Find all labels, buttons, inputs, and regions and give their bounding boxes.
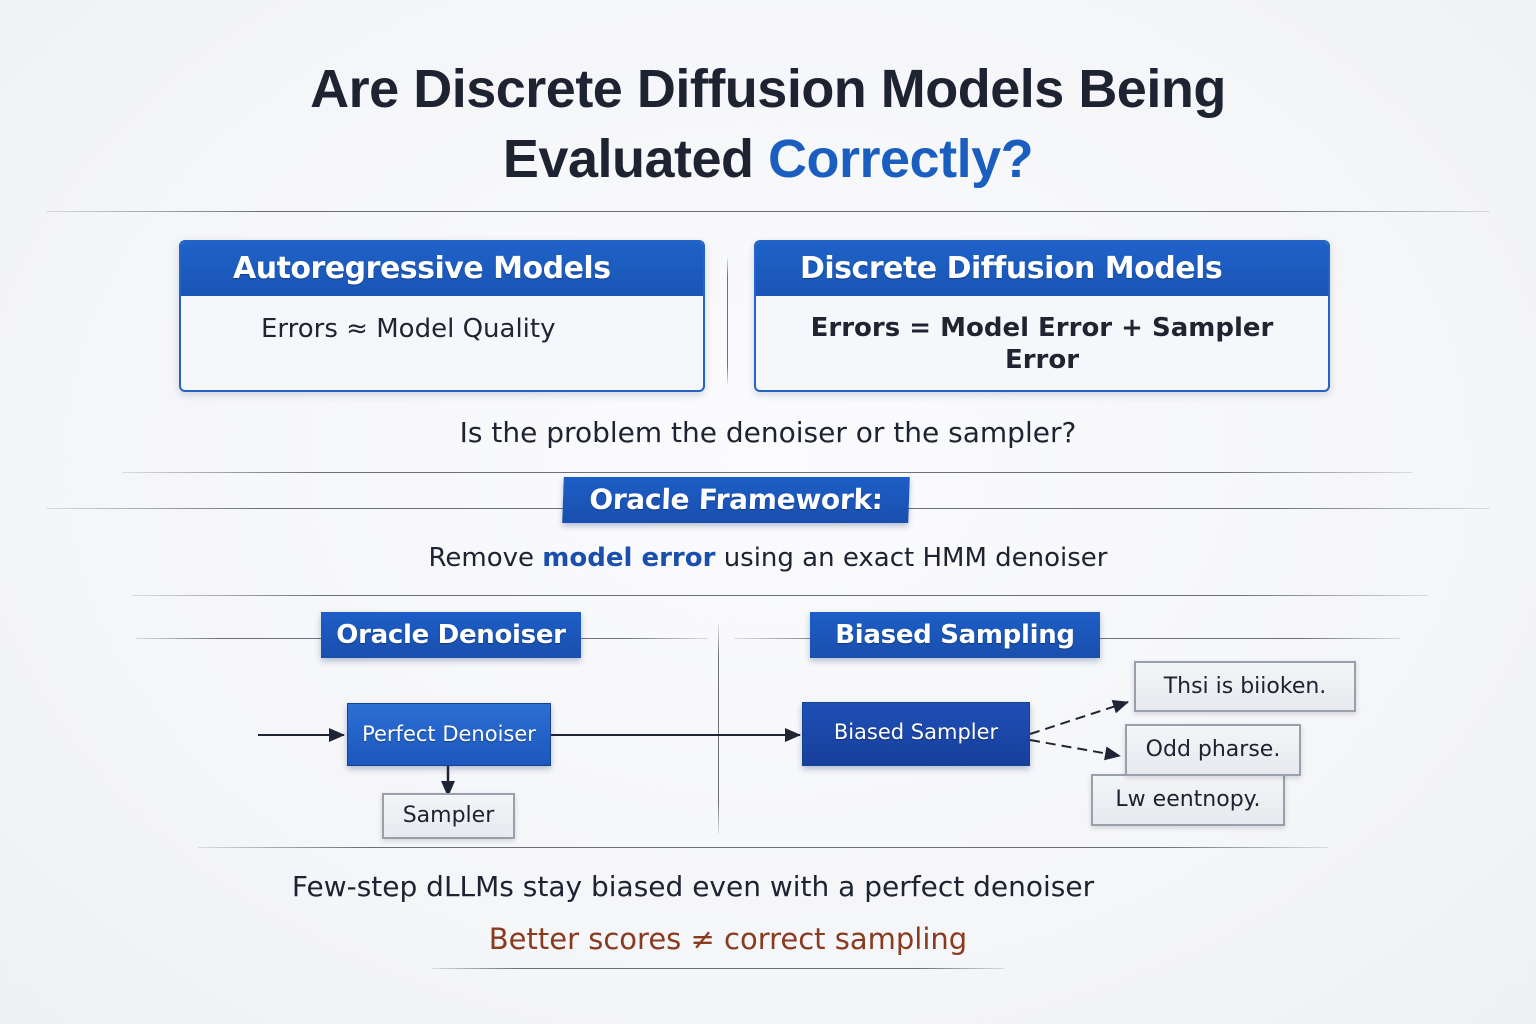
cards-divider [727, 258, 728, 384]
title-line-1: Are Discrete Diffusion Models Being [310, 59, 1226, 119]
diffusion-card-header: Discrete Diffusion Models [756, 242, 1328, 296]
framework-desc-suffix: using an exact HMM denoiser [723, 543, 1108, 573]
output-sample-2: Odd pharse. [1125, 724, 1301, 776]
question-divider [122, 472, 1412, 473]
conclusion-underline [432, 968, 1004, 969]
diffusion-equation-line-2: Error [1004, 345, 1080, 375]
framework-description: Remove model error using an exact HMM de… [0, 543, 1536, 573]
title-highlight: Correctly? [768, 129, 1034, 189]
question-text: Is the problem the denoiser or the sampl… [459, 416, 1077, 449]
conclusion-line-1: Few-step dLLMs stay biased even with a p… [291, 870, 1095, 903]
biased-sampling-banner: Biased Sampling [810, 612, 1100, 658]
autoregressive-card-header: Autoregressive Models [181, 242, 703, 296]
autoregressive-card: Autoregressive Models Errors ≈ Model Qua… [179, 240, 705, 392]
title-line-2: Evaluated Correctly? [0, 128, 1536, 190]
panel-divider [718, 624, 719, 834]
biased-sampler-node: Biased Sampler [802, 702, 1030, 766]
autoregressive-card-body: Errors ≈ Model Quality [261, 314, 556, 344]
framework-divider [132, 595, 1428, 596]
title-divider [46, 211, 1490, 212]
sampler-node: Sampler [382, 793, 515, 839]
framework-desc-prefix: Remove [428, 543, 535, 573]
output-sample-3: Lw eentnopy. [1091, 774, 1285, 826]
title-prefix: Evaluated [502, 129, 754, 189]
perfect-denoiser-node: Perfect Denoiser [347, 703, 551, 766]
diffusion-card: Discrete Diffusion Models Errors = Model… [754, 240, 1330, 392]
framework-desc-highlight: model error [542, 543, 716, 573]
diffusion-equation-line-1: Errors = Model Error + Sampler [810, 313, 1274, 343]
output-sample-1: Thsi is biioken. [1134, 661, 1356, 712]
diagram-bottom-divider [198, 847, 1328, 848]
conclusion-line-2: Better scores ≠ correct sampling [488, 922, 968, 956]
oracle-denoiser-banner: Oracle Denoiser [321, 612, 581, 658]
diffusion-card-body: Errors = Model Error + Sampler Error [756, 296, 1328, 376]
